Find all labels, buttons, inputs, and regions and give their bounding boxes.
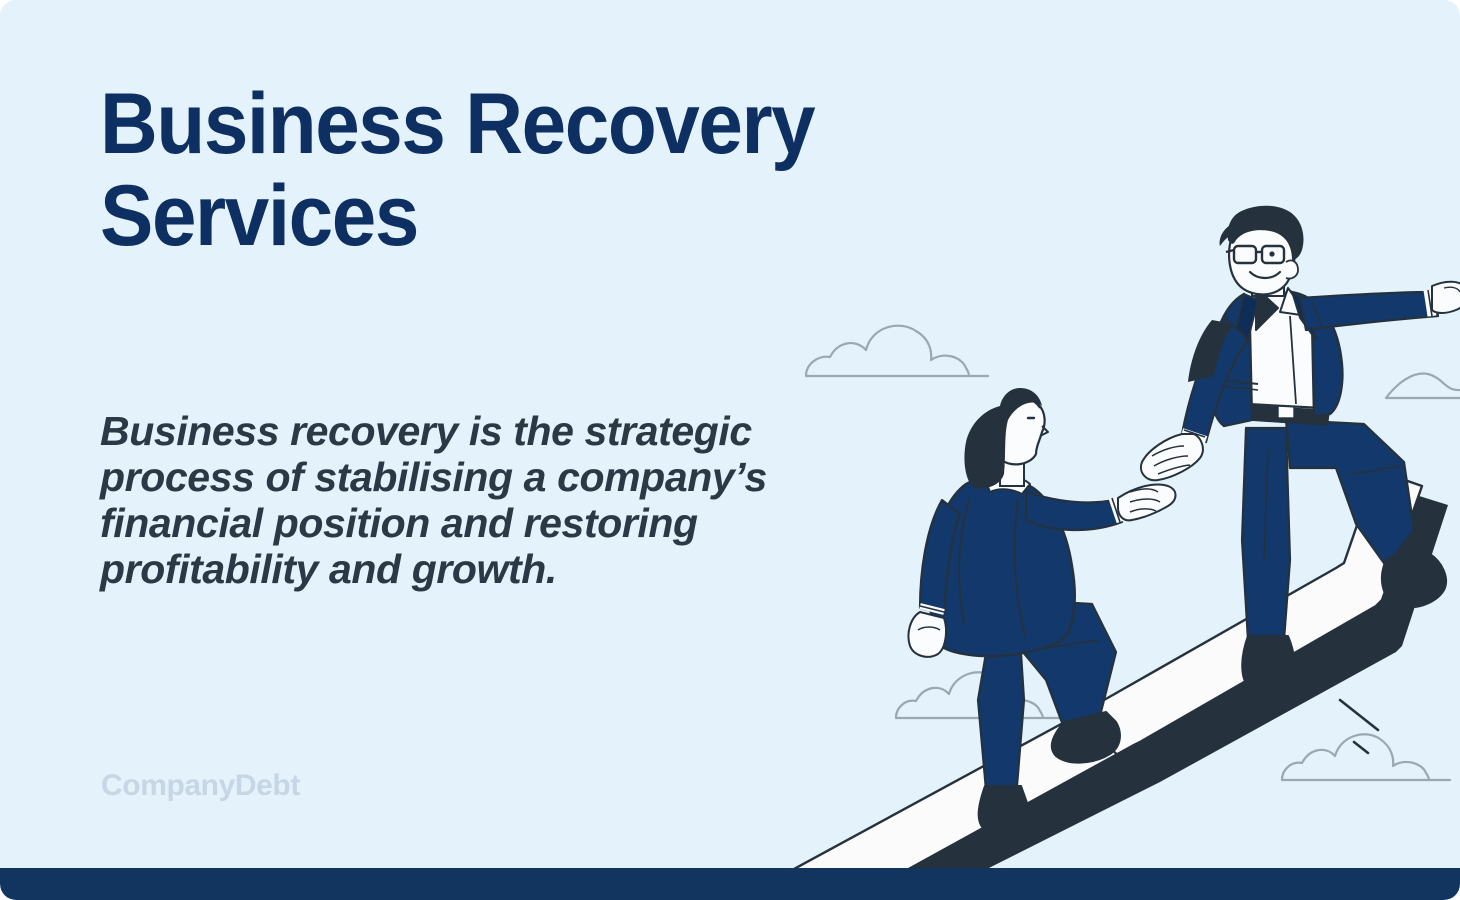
- cloud-lower-right-icon: [1280, 733, 1452, 782]
- woman-back-shoe: [977, 785, 1031, 837]
- man-eye: [1269, 251, 1275, 257]
- man-smile: [1248, 270, 1282, 280]
- man-figure: [1140, 205, 1460, 694]
- man-right-arm: [1298, 290, 1440, 332]
- woman-left-arm: [918, 498, 962, 616]
- woman-figure: [907, 388, 1177, 837]
- page-title: Business Recovery Services: [100, 76, 816, 265]
- arrow-path-motion-ticks: [1338, 626, 1384, 755]
- man-left-hand-fingers: [1151, 445, 1191, 475]
- page-subtitle: Business recovery is the strategic proce…: [100, 408, 767, 592]
- woman-front-shoe: [1050, 711, 1121, 764]
- man-right-arm-crease: [1311, 301, 1323, 327]
- woman-hair: [964, 388, 1042, 489]
- man-knee-crease: [1351, 465, 1403, 475]
- woman-right-cuff-line: [1111, 497, 1121, 523]
- man-ear: [1285, 259, 1299, 280]
- man-shirt-placket: [1289, 315, 1297, 405]
- glasses-icon: [1225, 244, 1286, 265]
- man-hair: [1227, 205, 1304, 260]
- cloud-upper-right-icon: [1384, 372, 1460, 400]
- woman-right-hand-fingers: [1129, 488, 1161, 513]
- brand-watermark: CompanyDebt: [101, 769, 300, 802]
- woman-right-arm: [1024, 490, 1124, 532]
- man-back-leg-crease: [1263, 449, 1269, 561]
- man-left-hand: [1140, 433, 1204, 482]
- woman-left-hand-detail: [917, 626, 941, 631]
- man-shoulder-shadow: [1188, 320, 1234, 382]
- woman-jacket-seam: [958, 497, 971, 625]
- man-jacket-pocket: [1221, 379, 1259, 385]
- woman-left-hand: [907, 611, 947, 658]
- man-jacket-pocket-line: [1221, 385, 1259, 391]
- man-right-hand-detail: [1443, 286, 1460, 293]
- man-front-shoe: [1380, 543, 1448, 609]
- woman-knee-crease: [1045, 639, 1101, 649]
- woman-hair-part: [1003, 396, 1041, 409]
- cloud-upper-left-icon: [804, 324, 990, 378]
- footer-accent-bar: [0, 868, 1460, 900]
- man-hair-quiff: [1219, 224, 1238, 246]
- man-right-cuff-line: [1427, 289, 1433, 317]
- woman-left-cuff-line: [919, 605, 945, 613]
- woman-nose: [1039, 425, 1049, 437]
- man-back-shoe: [1241, 635, 1296, 694]
- woman-jacket-center-seam: [1013, 497, 1027, 639]
- woman-shoe-tick: [1111, 749, 1127, 763]
